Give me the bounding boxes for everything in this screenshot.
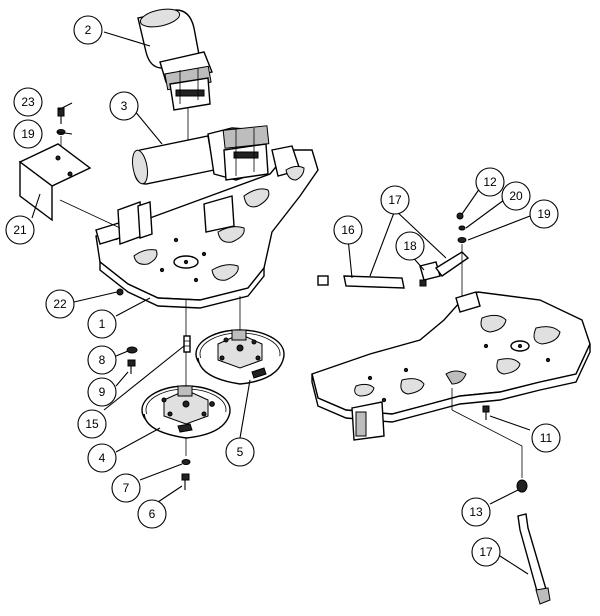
svg-text:18: 18 — [403, 239, 417, 253]
svg-text:6: 6 — [149, 507, 156, 521]
callout-4: 4 — [87, 443, 117, 473]
washer-19-right — [457, 237, 467, 243]
svg-text:19: 19 — [537, 207, 551, 221]
callout-23: 23 — [13, 87, 43, 117]
callout-21: 21 — [5, 215, 35, 245]
shaft-15 — [183, 335, 191, 353]
svg-text:17: 17 — [388, 193, 402, 207]
callout-3: 3 — [109, 91, 139, 121]
svg-text:20: 20 — [509, 189, 523, 203]
screw-6 — [181, 473, 190, 490]
callout-17-upper: 17 — [380, 185, 410, 215]
callout-13: 13 — [461, 497, 491, 527]
screw-11 — [482, 405, 490, 420]
fitting-18 — [419, 261, 441, 287]
callout-19-right: 19 — [529, 199, 559, 229]
svg-text:5: 5 — [237, 445, 244, 459]
washer-20 — [458, 225, 466, 231]
callout-6: 6 — [137, 499, 167, 529]
callout-8: 8 — [87, 345, 117, 375]
callout-12: 12 — [475, 167, 505, 197]
bracket-21 — [18, 143, 92, 222]
svg-text:12: 12 — [483, 175, 497, 189]
callout-20: 20 — [501, 181, 531, 211]
knob-13 — [516, 479, 528, 493]
svg-text:4: 4 — [99, 451, 106, 465]
svg-text:11: 11 — [540, 431, 553, 445]
svg-text:13: 13 — [469, 505, 483, 519]
callout-16: 16 — [333, 215, 363, 245]
washer-7 — [181, 459, 191, 465]
lever-17-upper — [434, 251, 470, 277]
callout-5: 5 — [225, 437, 255, 467]
callout-9: 9 — [87, 377, 117, 407]
lever-17-lower — [517, 513, 551, 605]
svg-text:3: 3 — [121, 99, 128, 113]
svg-text:21: 21 — [13, 223, 27, 237]
callout-1: 1 — [87, 309, 117, 339]
svg-text:16: 16 — [341, 223, 355, 237]
svg-text:22: 22 — [53, 297, 67, 311]
callout-19-left: 19 — [13, 119, 43, 149]
callout-15: 15 — [77, 409, 107, 439]
screw-22 — [116, 288, 124, 296]
svg-text:17: 17 — [479, 545, 493, 559]
motor-3 — [132, 125, 270, 185]
nut-12 — [456, 212, 464, 220]
callout-22: 22 — [45, 289, 75, 319]
callout-17-lower: 17 — [471, 537, 501, 567]
callout-18: 18 — [395, 231, 425, 261]
washer-8 — [126, 346, 138, 354]
svg-text:19: 19 — [21, 127, 35, 141]
leader-lines — [31, 31, 531, 575]
svg-text:7: 7 — [123, 481, 130, 495]
plate-1 — [95, 145, 319, 309]
screw-23 — [57, 107, 65, 124]
lever-16 — [317, 275, 405, 289]
svg-text:2: 2 — [85, 23, 92, 37]
svg-text:23: 23 — [21, 95, 35, 109]
svg-text:15: 15 — [85, 417, 99, 431]
svg-text:8: 8 — [99, 353, 106, 367]
svg-text:9: 9 — [99, 385, 106, 399]
disc-5 — [195, 329, 285, 385]
callout-group: 2 3 23 19 21 22 1 8 9 15 4 5 7 6 17 16 1… — [5, 15, 561, 567]
plate-11 — [311, 291, 591, 441]
callout-11: 11 — [531, 423, 561, 453]
callout-7: 7 — [111, 473, 141, 503]
screw-9 — [127, 359, 136, 374]
svg-text:1: 1 — [99, 317, 106, 331]
motor-2 — [137, 8, 213, 111]
callout-2: 2 — [73, 15, 103, 45]
